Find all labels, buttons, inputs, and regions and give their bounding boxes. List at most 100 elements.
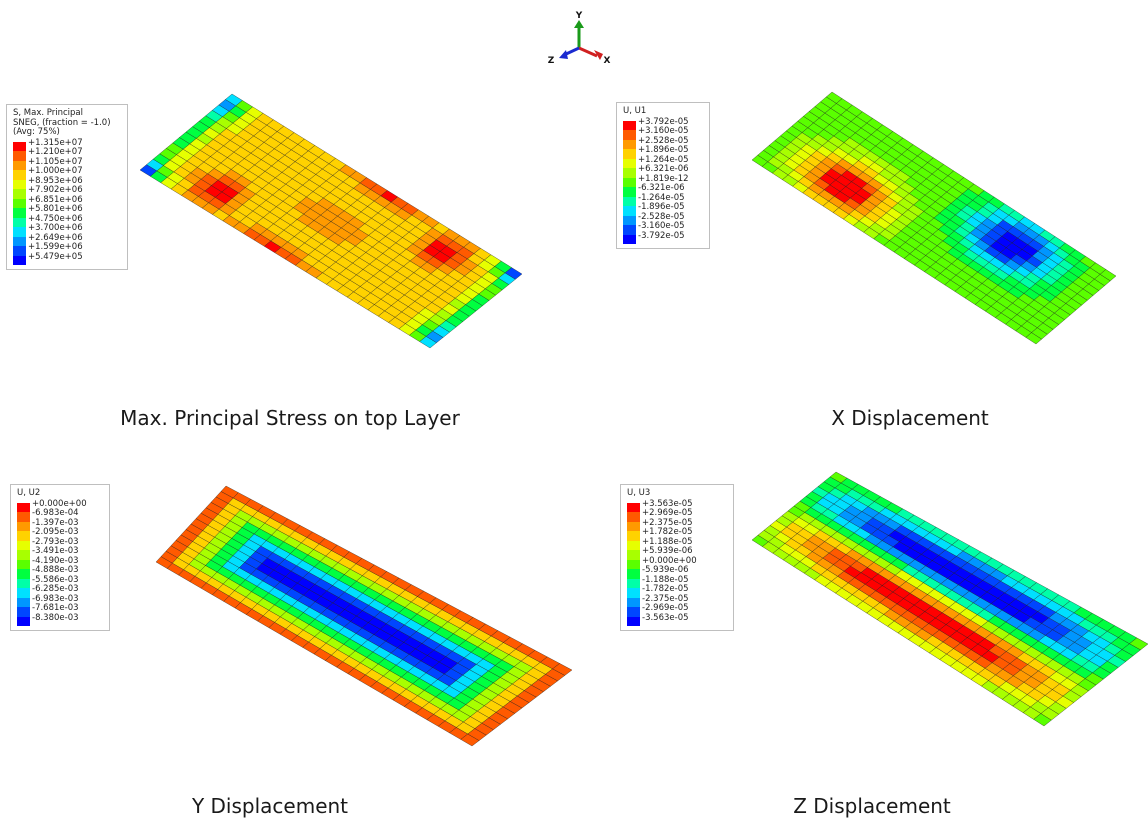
legend-swatch (627, 550, 640, 560)
legend-swatch (13, 141, 26, 151)
legend-values: +1.315e+07+1.210e+07+1.105e+07+1.000e+07… (28, 137, 83, 266)
legend-swatch (17, 559, 30, 569)
legend-value: -4.888e-03 (32, 565, 79, 575)
legend-swatch (627, 521, 640, 531)
legend-value: -6.983e-04 (32, 508, 79, 518)
legend-swatch (627, 502, 640, 512)
legend-swatch (13, 179, 26, 189)
legend-value: +1.188e-05 (642, 536, 693, 547)
legend-swatch (627, 578, 640, 588)
legend-swatch (17, 607, 30, 617)
legend-title: U, U2 (17, 488, 103, 499)
legend-swatch (623, 215, 636, 225)
x-displacement-contour-plot (751, 91, 1117, 345)
legend-value: -2.969e-05 (642, 603, 689, 613)
legend-value: +1.264e-05 (638, 154, 689, 165)
z-axis-label: Z (548, 56, 555, 66)
legend-swatch (627, 569, 640, 579)
panel-x-displacement: U, U1 +3.792e-05+3.160e-05+2.528e-05+1.8… (574, 90, 1148, 390)
mesh-plate (139, 93, 523, 349)
caption-x-displacement: X Displacement (831, 406, 989, 430)
legend-value: +5.801e+06 (28, 204, 83, 214)
legend-value: -5.939e-06 (642, 565, 689, 575)
legend-value: +5.939e-06 (642, 546, 693, 556)
legend-value: +7.902e+06 (28, 185, 83, 195)
legend-swatch (17, 521, 30, 531)
legend-value: +1.782e-05 (642, 527, 693, 537)
legend-value: +1.210e+07 (28, 147, 83, 157)
legend-swatch (627, 588, 640, 598)
legend-title-line: U, U2 (17, 488, 41, 498)
mesh-plate (155, 485, 573, 747)
legend-color-bar (13, 141, 26, 265)
legend-swatch (13, 227, 26, 237)
legend-swatch (13, 255, 26, 265)
legend-swatch (17, 531, 30, 541)
legend-value: +2.969e-05 (642, 508, 693, 518)
mesh-element (552, 663, 573, 676)
legend-swatch (17, 569, 30, 579)
legend-values: +3.563e-05+2.969e-05+2.375e-05+1.782e-05… (642, 498, 697, 627)
legend-swatch (13, 170, 26, 180)
legend-value: -2.793e-03 (32, 536, 79, 547)
mesh-element (1129, 637, 1148, 651)
legend-swatch (13, 208, 26, 218)
legend-swatch (627, 531, 640, 541)
legend-swatch (627, 559, 640, 569)
legend-title: U, U3 (627, 488, 727, 499)
legend-swatch (627, 607, 640, 617)
legend-swatch (627, 616, 640, 626)
legend-value: +0.000e+00 (642, 555, 697, 566)
legend-swatch (13, 160, 26, 170)
legend-swatch (13, 236, 26, 246)
legend-value: -5.586e-03 (32, 574, 79, 585)
legend-value: +1.315e+07 (28, 137, 83, 148)
legend-swatch (623, 177, 636, 187)
legend-swatch (17, 588, 30, 598)
legend-value: +3.563e-05 (642, 498, 693, 509)
y-displacement-legend: U, U2 +0.000e+00-6.983e-04-1.397e-03-2.0… (10, 484, 110, 631)
legend-value: -3.792e-05 (638, 230, 685, 241)
panel-z-displacement: U, U3 +3.563e-05+2.969e-05+2.375e-05+1.7… (574, 470, 1148, 760)
legend-swatch (627, 512, 640, 522)
x-displacement-legend: U, U1 +3.792e-05+3.160e-05+2.528e-05+1.8… (616, 102, 710, 249)
legend-value: +2.649e+06 (28, 232, 83, 243)
legend-swatch (17, 597, 30, 607)
x-axis-label: X (604, 56, 611, 66)
legend-title-line: SNEG, (fraction = -1.0) (13, 117, 111, 128)
legend-swatch (13, 198, 26, 208)
legend-value: +6.321e-06 (638, 164, 689, 174)
legend-swatch (13, 151, 26, 161)
mesh-plate (751, 91, 1117, 345)
legend-value: -2.375e-05 (642, 593, 689, 604)
legend-swatch (627, 540, 640, 550)
legend-value: +3.792e-05 (638, 116, 689, 127)
legend-swatch (623, 196, 636, 206)
legend-swatch (623, 187, 636, 197)
legend-value: +5.479e+05 (28, 251, 83, 262)
z-displacement-contour-plot (751, 471, 1148, 727)
legend-color-bar (17, 502, 30, 626)
y-axis-label: Y (575, 11, 583, 21)
legend-values: +0.000e+00-6.983e-04-1.397e-03-2.095e-03… (32, 499, 87, 627)
legend-value: -8.380e-03 (32, 612, 79, 623)
legend-swatch (17, 578, 30, 588)
legend-value: -3.491e-03 (32, 546, 79, 556)
legend-swatch (623, 168, 636, 178)
mesh-element (1099, 269, 1117, 282)
legend-swatch (623, 120, 636, 130)
legend-value: -1.397e-03 (32, 517, 79, 528)
legend-title-line: U, U3 (627, 488, 651, 498)
legend-value: +1.896e-05 (638, 145, 689, 155)
legend-value: +1.000e+07 (28, 166, 83, 176)
legend-value: +4.750e+06 (28, 213, 83, 224)
legend-value: +2.528e-05 (638, 135, 689, 146)
mesh-element (504, 267, 523, 280)
legend-swatch (17, 512, 30, 522)
legend-value: +1.819e-12 (638, 173, 689, 184)
legend-value: -1.896e-05 (638, 202, 685, 212)
legend-value: -1.782e-05 (642, 584, 689, 594)
legend-color-bar (627, 502, 640, 626)
legend-swatch (627, 597, 640, 607)
